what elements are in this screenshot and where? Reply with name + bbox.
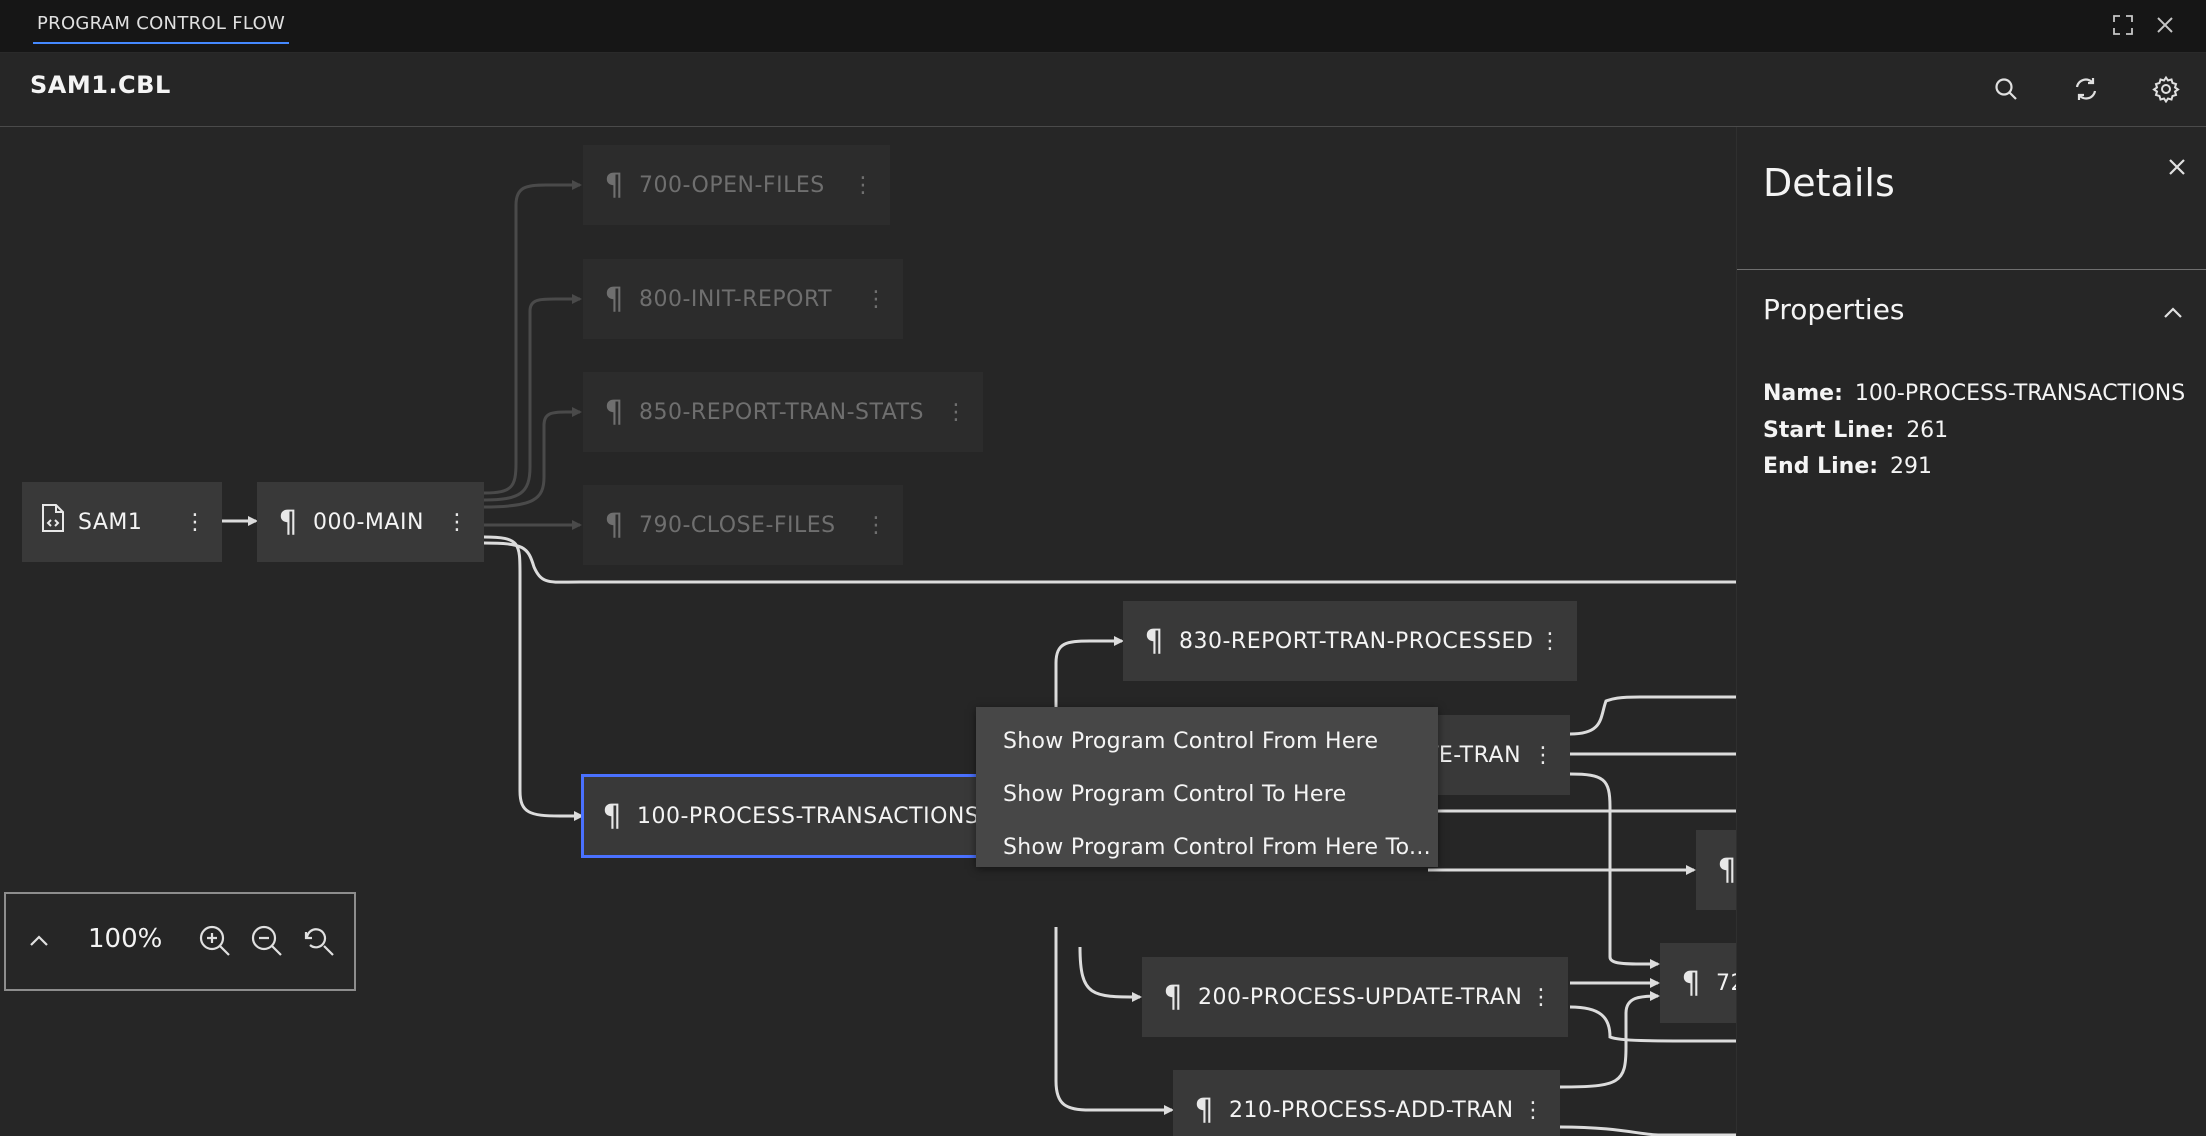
node-210-process-add-tran[interactable]: ¶ 210-PROCESS-ADD-TRAN ⋮ <box>1173 1070 1560 1136</box>
pilcrow-icon: ¶ <box>1681 965 1701 1001</box>
node-850-report-tran-stats[interactable]: ¶ 850-REPORT-TRAN-STATS ⋮ <box>583 372 983 452</box>
overflow-menu-icon[interactable]: ⋮ <box>1532 742 1554 768</box>
pilcrow-icon: ¶ <box>1717 852 1737 888</box>
node-200-process-update-tran[interactable]: ¶ 200-PROCESS-UPDATE-TRAN ⋮ <box>1142 957 1568 1037</box>
overflow-menu-icon[interactable]: ⋮ <box>1539 628 1561 654</box>
property-name: Name:100-PROCESS-TRANSACTIONS <box>1763 381 2186 406</box>
node-830-report-tran-processed[interactable]: ¶ 830-REPORT-TRAN-PROCESSED ⋮ <box>1123 601 1577 681</box>
properties-section-title[interactable]: Properties <box>1763 293 1905 326</box>
pilcrow-icon: ¶ <box>1163 979 1183 1015</box>
zoom-toolbar: 100% <box>4 892 356 991</box>
overflow-menu-icon[interactable]: ⋮ <box>865 512 887 538</box>
pilcrow-icon: ¶ <box>604 281 624 317</box>
graph-edges <box>222 180 1737 1136</box>
menu-item-show-to-here[interactable]: Show Program Control To Here <box>1003 782 1347 807</box>
search-icon[interactable] <box>1988 71 2024 107</box>
collapse-toolbar-chevron-up-icon[interactable] <box>16 918 62 964</box>
file-code-icon <box>40 503 66 541</box>
overflow-menu-icon[interactable]: ⋮ <box>446 509 468 535</box>
close-window-icon[interactable] <box>2150 10 2180 40</box>
details-panel: Details Properties Name:100-PROCESS-TRAN… <box>1736 127 2206 1136</box>
pilcrow-icon: ¶ <box>1144 623 1164 659</box>
overflow-menu-icon[interactable]: ⋮ <box>945 399 967 425</box>
close-icon[interactable] <box>2159 149 2195 185</box>
zoom-in-icon[interactable] <box>192 918 238 964</box>
node-sam1[interactable]: SAM1 ⋮ <box>22 482 222 562</box>
node-100-process-transactions[interactable]: ¶ 100-PROCESS-TRANSACTIONS ⋮ <box>581 774 1024 858</box>
property-end-line: End Line:291 <box>1763 454 1933 479</box>
pilcrow-icon: ¶ <box>604 394 624 430</box>
overflow-menu-icon[interactable]: ⋮ <box>852 172 874 198</box>
tab-program-control-flow[interactable]: PROGRAM CONTROL FLOW <box>33 0 290 44</box>
node-context-menu: Show Program Control From Here Show Prog… <box>976 707 1438 867</box>
pilcrow-icon: ¶ <box>278 504 298 540</box>
overflow-menu-icon[interactable]: ⋮ <box>184 509 206 535</box>
node-700-open-files[interactable]: ¶ 700-OPEN-FILES ⋮ <box>583 145 890 225</box>
zoom-out-icon[interactable] <box>244 918 290 964</box>
editor-header: SAM1.CBL <box>0 53 2206 127</box>
overflow-menu-icon[interactable]: ⋮ <box>1530 984 1552 1010</box>
pilcrow-icon: ¶ <box>604 167 624 203</box>
file-title: SAM1.CBL <box>30 71 171 99</box>
zoom-reset-icon[interactable] <box>296 918 342 964</box>
node-800-init-report[interactable]: ¶ 800-INIT-REPORT ⋮ <box>583 259 903 339</box>
details-title: Details <box>1763 161 1895 205</box>
title-bar: PROGRAM CONTROL FLOW <box>0 0 2206 53</box>
menu-item-show-from-here[interactable]: Show Program Control From Here <box>1003 729 1379 754</box>
refresh-icon[interactable] <box>2068 71 2104 107</box>
node-790-close-files[interactable]: ¶ 790-CLOSE-FILES ⋮ <box>583 485 903 565</box>
pilcrow-icon: ¶ <box>604 507 624 543</box>
settings-gear-icon[interactable] <box>2148 71 2184 107</box>
overflow-menu-icon[interactable]: ⋮ <box>1522 1097 1544 1123</box>
maximize-icon[interactable] <box>2108 10 2138 40</box>
zoom-level: 100% <box>88 924 163 954</box>
pilcrow-icon: ¶ <box>602 798 622 834</box>
property-start-line: Start Line:261 <box>1763 418 1949 443</box>
pilcrow-icon: ¶ <box>1194 1092 1214 1128</box>
chevron-up-icon[interactable] <box>2155 295 2191 331</box>
overflow-menu-icon[interactable]: ⋮ <box>865 286 887 312</box>
node-000-main[interactable]: ¶ 000-MAIN ⋮ <box>257 482 484 562</box>
menu-item-show-from-here-to[interactable]: Show Program Control From Here To... <box>1003 835 1431 860</box>
details-divider <box>1737 269 2206 270</box>
